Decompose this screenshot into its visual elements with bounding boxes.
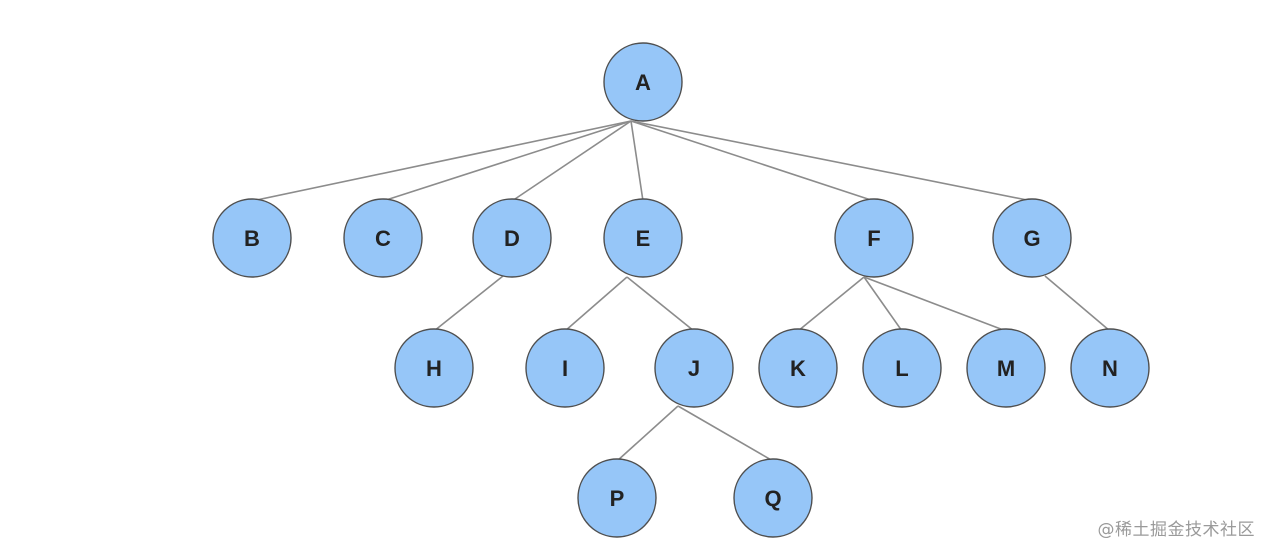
edge-e-j [626, 276, 695, 332]
node-a: A [603, 42, 683, 122]
node-label: P [610, 486, 625, 511]
node-d: D [472, 198, 552, 278]
edge-f-l [863, 276, 903, 332]
node-label: Q [764, 486, 781, 511]
node-circle [212, 198, 292, 278]
node-circle [577, 458, 657, 538]
node-label: H [426, 356, 442, 381]
node-f: F [834, 198, 914, 278]
node-circle [966, 328, 1046, 408]
node-circle [834, 198, 914, 278]
node-m: M [966, 328, 1046, 408]
tree-nodes: A B C D E F G H I J K L M N P Q [212, 42, 1150, 538]
node-circle [992, 198, 1072, 278]
edge-a-b [251, 120, 632, 202]
edge-a-e [630, 120, 644, 202]
edge-d-h [433, 275, 504, 332]
node-e: E [603, 198, 683, 278]
node-label: E [636, 226, 651, 251]
node-p: P [577, 458, 657, 538]
node-g: G [992, 198, 1072, 278]
node-circle [343, 198, 423, 278]
node-q: Q [733, 458, 813, 538]
node-circle [603, 198, 683, 278]
node-circle [1070, 328, 1150, 408]
node-label: L [895, 356, 908, 381]
node-circle [758, 328, 838, 408]
node-label: A [635, 70, 651, 95]
node-k: K [758, 328, 838, 408]
node-b: B [212, 198, 292, 278]
edge-f-k [797, 276, 865, 332]
node-circle [862, 328, 942, 408]
node-i: I [525, 328, 605, 408]
node-label: I [562, 356, 568, 381]
edge-j-p [616, 405, 679, 462]
node-circle [394, 328, 474, 408]
node-label: M [997, 356, 1015, 381]
node-label: K [790, 356, 806, 381]
node-j: J [654, 328, 734, 408]
tree-edges [251, 120, 1111, 462]
node-label: G [1023, 226, 1040, 251]
node-circle [603, 42, 683, 122]
edge-a-d [511, 120, 632, 202]
node-h: H [394, 328, 474, 408]
edge-g-n [1044, 275, 1111, 332]
node-circle [525, 328, 605, 408]
node-label: D [504, 226, 520, 251]
edge-a-c [382, 120, 632, 202]
node-label: C [375, 226, 391, 251]
node-c: C [343, 198, 423, 278]
watermark: @稀土掘金技术社区 [1097, 520, 1255, 540]
edge-a-f [630, 120, 875, 202]
node-circle [733, 458, 813, 538]
node-circle [654, 328, 734, 408]
edge-f-m [863, 276, 1007, 332]
node-label: F [867, 226, 880, 251]
edge-e-i [564, 276, 628, 332]
node-circle [472, 198, 552, 278]
node-label: J [688, 356, 700, 381]
node-label: B [244, 226, 260, 251]
edge-j-q [677, 405, 774, 462]
node-n: N [1070, 328, 1150, 408]
node-label: N [1102, 356, 1118, 381]
edge-a-g [630, 120, 1033, 202]
node-l: L [862, 328, 942, 408]
